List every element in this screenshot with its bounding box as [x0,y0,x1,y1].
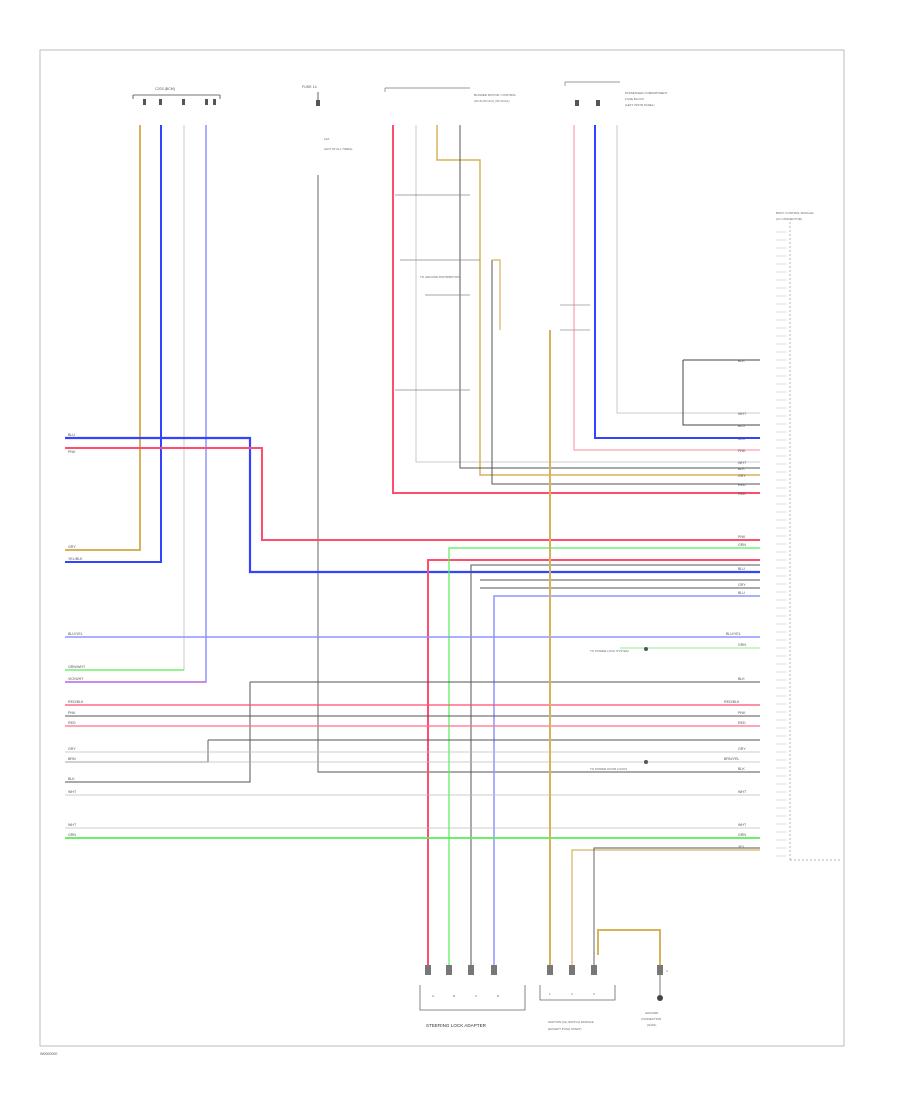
right-label-27: GRN [738,833,746,837]
left-label-8: RED/BLK [68,700,84,704]
pin-4: 4 [666,969,668,973]
right-label-23: BRN/YEL [724,757,739,761]
ground-note: TO GROUND DISTRIBUTION [420,275,460,279]
right-label-7: BLK [738,467,745,471]
right-module-sub: (C1 CONNECTOR) [776,217,802,221]
right-pin-marks [776,231,786,857]
top-module-b-loc: (LEFT INSTR PANEL) [625,103,655,107]
right-label-9: RED [738,483,746,487]
right-label-8: GRY [738,474,746,478]
right-label-26: WHT [738,823,747,827]
fuse-loc-label: (HOT AT ALL TIMES) [324,147,352,151]
top-module-a: BLOWER MOTOR / CONTROL (W/ AUTO A/C) (W/… [384,87,516,103]
right-label-2: WHT [738,412,747,416]
diagram-frame [39,49,845,1047]
right-label-1: BLK [738,359,745,363]
left-label-11: GRY [68,747,76,751]
right-label-12: PNK [738,535,746,539]
right-label-18: BLK [738,677,745,681]
top-connector-label: C203 (BCM) [155,87,175,91]
left-wire-labels: BLU PNK GRY YEL/BLK BLU/YEL GRN/WHT VIO/… [68,433,86,837]
lock-note-1: TO POWER LOCK SYSTEM [590,649,629,653]
diagram-code: W0000000 [40,1052,57,1056]
left-label-13: BLK [68,777,75,781]
right-label-15: BLU [738,591,745,595]
top-module-b-name: PASSENGER COMPARTMENT [625,91,668,95]
left-label-4: YEL/BLK [68,557,83,561]
right-module: BODY CONTROL MODULE (C1 CONNECTOR) [776,211,842,861]
pin-c: C [475,994,478,998]
ignition-module-sub: (EXCEPT PUSH START) [548,1027,582,1031]
left-label-14: WHT [68,790,77,794]
top-module-a-sub: (W/ AUTO A/C) (W/ DUAL) [474,99,510,103]
lock-note-2: TO POWER DOOR LOCKS [590,767,627,771]
right-label-6: WHT [738,461,747,465]
left-label-7: VIO/WHT [68,677,84,681]
right-label-3: BLU [738,424,745,428]
left-label-9: PNK [68,711,76,715]
right-label-10: RED [738,492,746,496]
left-label-5: BLU/YEL [68,632,83,636]
ignition-module: 1 2 3 IGNITION (IG) SWITCH MODULE (EXCEP… [539,965,616,1031]
right-label-14: GRY [738,583,746,587]
right-label-4: BLU [738,437,745,441]
left-label-16: GRN [68,833,76,837]
pin-3: 3 [593,992,595,996]
top-module-b: PASSENGER COMPARTMENT FUSE BLOCK (LEFT I… [564,81,668,107]
left-label-12: BRN [68,757,76,761]
right-label-28: YEL [738,845,745,849]
left-label-10: RED [68,721,76,725]
right-label-24: BLK [738,767,745,771]
right-label-19: RED/BLK [724,700,740,704]
right-label-20: PNK [738,711,746,715]
ignition-module-name: IGNITION (IG) SWITCH MODULE [548,1020,594,1024]
top-module-a-name: BLOWER MOTOR / CONTROL [474,93,516,97]
right-label-13: BLU [738,567,745,571]
ground-connection: 4 GROUND CONNECTION (G201) [641,965,668,1027]
left-label-1: BLU [68,433,75,437]
right-label-16: BLU/YEL [726,632,741,636]
pin-1: 1 [549,992,551,996]
right-label-5: PNK [738,449,746,453]
left-label-2: PNK [68,450,76,454]
top-left-connector: C203 (BCM) [132,87,221,105]
right-label-21: RED [738,721,746,725]
top-module-b-sub: FUSE BLOCK [625,97,644,101]
right-module-name: BODY CONTROL MODULE [776,211,814,215]
ground-connection-sub: CONNECTION [641,1017,661,1021]
ground-connection-name: GROUND [645,1011,659,1015]
fuse-sub-label: 10A [324,137,329,141]
right-wire-labels: BLK WHT BLU BLU PNK WHT BLK GRY RED RED … [724,359,747,849]
steering-lock-adapter: A B C D STEERING LOCK ADAPTER [419,965,526,1028]
ground-icon [657,995,663,1001]
left-label-6: GRN/WHT [68,665,86,669]
right-label-17: GRN [738,643,746,647]
pin-d: D [497,994,500,998]
pin-b: B [453,994,455,998]
fuse-label: FUSE 14 [302,85,317,89]
ground-connection-loc: (G201) [647,1023,656,1027]
pin-2: 2 [571,992,573,996]
right-label-22: GRY [738,747,746,751]
left-label-15: WHT [68,823,77,827]
inline-notes: TO POWER LOCK SYSTEM TO POWER DOOR LOCKS… [420,275,648,771]
left-label-3: GRY [68,545,76,549]
right-label-11: GRN [738,543,746,547]
right-label-25: WHT [738,790,747,794]
pin-a: A [432,994,434,998]
steering-lock-adapter-name: STEERING LOCK ADAPTER [426,1023,487,1028]
main-harness-wires [65,330,760,965]
top-ground-stack: FUSE 14 10A (HOT AT ALL TIMES) [302,85,352,151]
